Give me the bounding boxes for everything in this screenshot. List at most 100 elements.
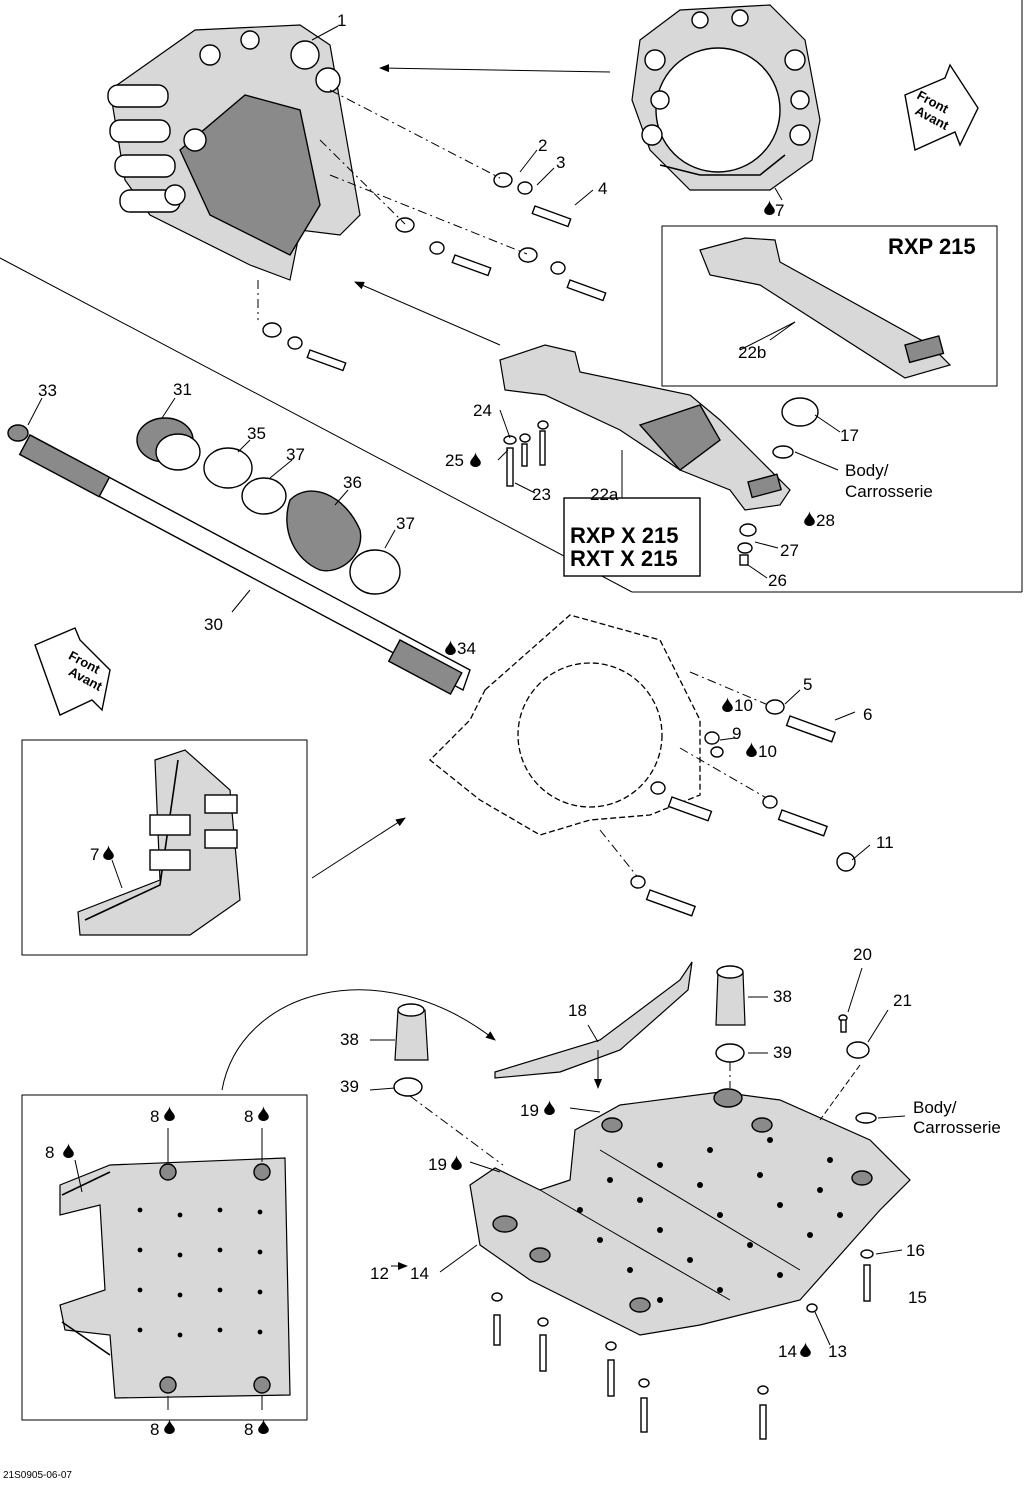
callout-17: 17 — [840, 426, 859, 445]
part-37-clamp-b — [349, 549, 401, 595]
callout-23: 23 — [532, 485, 551, 504]
drop-icon — [103, 845, 114, 860]
arrow-2 — [354, 281, 501, 346]
callout-8c: 8 — [45, 1143, 54, 1162]
callout-39b: 39 — [773, 1043, 792, 1062]
drop-icon — [746, 742, 757, 757]
label-rxtx215: RXT X 215 — [570, 546, 678, 571]
drop-icon — [164, 1419, 175, 1434]
front-arrow-mid: Front Avant — [34, 627, 111, 716]
callout-10b: 10 — [758, 742, 777, 761]
drop-icon — [722, 697, 733, 712]
label-rxp215: RXP 215 — [888, 234, 976, 259]
callout-22a: 22a — [590, 485, 619, 504]
callout-7: 7 — [775, 201, 784, 220]
callout-21: 21 — [893, 991, 912, 1010]
callout-4: 4 — [598, 179, 607, 198]
drop-icon — [164, 1106, 175, 1121]
drop-icon — [258, 1106, 269, 1121]
reference-code: 21S0905-06-07 — [3, 1470, 72, 1481]
part-37-clamp-a — [241, 477, 287, 515]
part-33-seal — [7, 424, 29, 442]
callout-2: 2 — [538, 136, 547, 155]
callout-10a: 10 — [734, 696, 753, 715]
callout-33: 33 — [38, 381, 57, 400]
callout-9: 9 — [732, 724, 741, 743]
front-arrow-top: Front Avant — [904, 63, 979, 152]
label-rxpx215: RXP X 215 — [570, 523, 678, 548]
callout-38a: 38 — [340, 1030, 359, 1049]
callout-35: 35 — [247, 424, 266, 443]
callout-11: 11 — [876, 833, 894, 852]
leader-lines — [27, 25, 906, 1410]
callout-16: 16 — [906, 1241, 925, 1260]
callout-1: 1 — [337, 11, 346, 30]
ride-plate — [469, 1088, 911, 1336]
callout-6: 6 — [863, 705, 872, 724]
callout-24: 24 — [473, 401, 492, 420]
callout-20: 20 — [853, 945, 872, 964]
ride-plate-screws — [491, 1249, 874, 1440]
callout-3: 3 — [556, 153, 565, 172]
part-36-boot — [286, 490, 362, 572]
callout-5: 5 — [803, 675, 812, 694]
part-35-seal — [203, 447, 253, 489]
drop-icon — [804, 511, 815, 526]
callout-26: 26 — [768, 571, 787, 590]
callout-34: 34 — [457, 639, 476, 658]
fastener-set-2-3-4 — [262, 89, 607, 372]
callout-8b: 8 — [244, 1107, 253, 1126]
body-label-fr: Carrosserie — [845, 482, 933, 501]
callout-8e: 8 — [244, 1420, 253, 1439]
callout-38b: 38 — [773, 987, 792, 1006]
drop-icon — [470, 452, 481, 467]
callout-30: 30 — [204, 615, 223, 634]
housing-dashed — [429, 614, 856, 917]
drop-icon — [258, 1419, 269, 1434]
body2-label-en: Body/ — [913, 1098, 957, 1117]
body2-label-fr: Carrosserie — [913, 1118, 1001, 1137]
callout-19a: 19 — [520, 1101, 539, 1120]
callouts: 1 2 3 4 7 22b 33 31 24 17 35 25 Body/ Ca… — [38, 11, 1001, 1439]
callout-31: 31 — [173, 380, 192, 399]
part-30-drive-shaft — [7, 424, 471, 696]
callout-14: 14 — [778, 1342, 797, 1361]
callout-19b: 19 — [428, 1155, 447, 1174]
callout-12: 12 — [370, 1264, 389, 1283]
arrow-3 — [311, 817, 406, 879]
callout-39a: 39 — [340, 1077, 359, 1096]
drop-icon — [544, 1100, 555, 1115]
callout-36: 36 — [343, 473, 362, 492]
drop-icon — [63, 1143, 74, 1158]
arrow-arc — [221, 989, 496, 1091]
callout-15: 15 — [908, 1288, 927, 1307]
callout-12-14: 14 — [410, 1264, 429, 1283]
drop-icon — [800, 1342, 811, 1357]
callout-27: 27 — [780, 541, 799, 560]
inset-bottom-view — [21, 1094, 308, 1421]
separator-lines — [0, 0, 1023, 593]
parts-17-28 — [503, 397, 819, 566]
parts-18-21-38-39 — [393, 961, 877, 1166]
body-label-en: Body/ — [845, 461, 889, 480]
callout-25: 25 — [445, 451, 464, 470]
callout-37b: 37 — [396, 514, 415, 533]
shaft-seal-parts — [136, 417, 401, 595]
inset-rxp215: RXP 215 — [661, 225, 998, 387]
part-7-rear-seal — [631, 4, 821, 191]
callout-37a: 37 — [286, 445, 305, 464]
drop-icon — [764, 200, 775, 215]
callout-18: 18 — [568, 1001, 587, 1020]
arrow-1 — [379, 64, 611, 73]
callout-8a: 8 — [150, 1107, 159, 1126]
drop-icon — [451, 1155, 462, 1170]
callout-22b: 22b — [738, 343, 766, 362]
callout-28: 28 — [816, 511, 835, 530]
inset-seal-detail — [21, 739, 308, 956]
part-22a-support: RXP X 215 RXT X 215 — [499, 344, 791, 577]
part-1-pump-support — [107, 24, 361, 320]
callout-7b: 7 — [90, 845, 99, 864]
drop-icon — [445, 640, 456, 655]
